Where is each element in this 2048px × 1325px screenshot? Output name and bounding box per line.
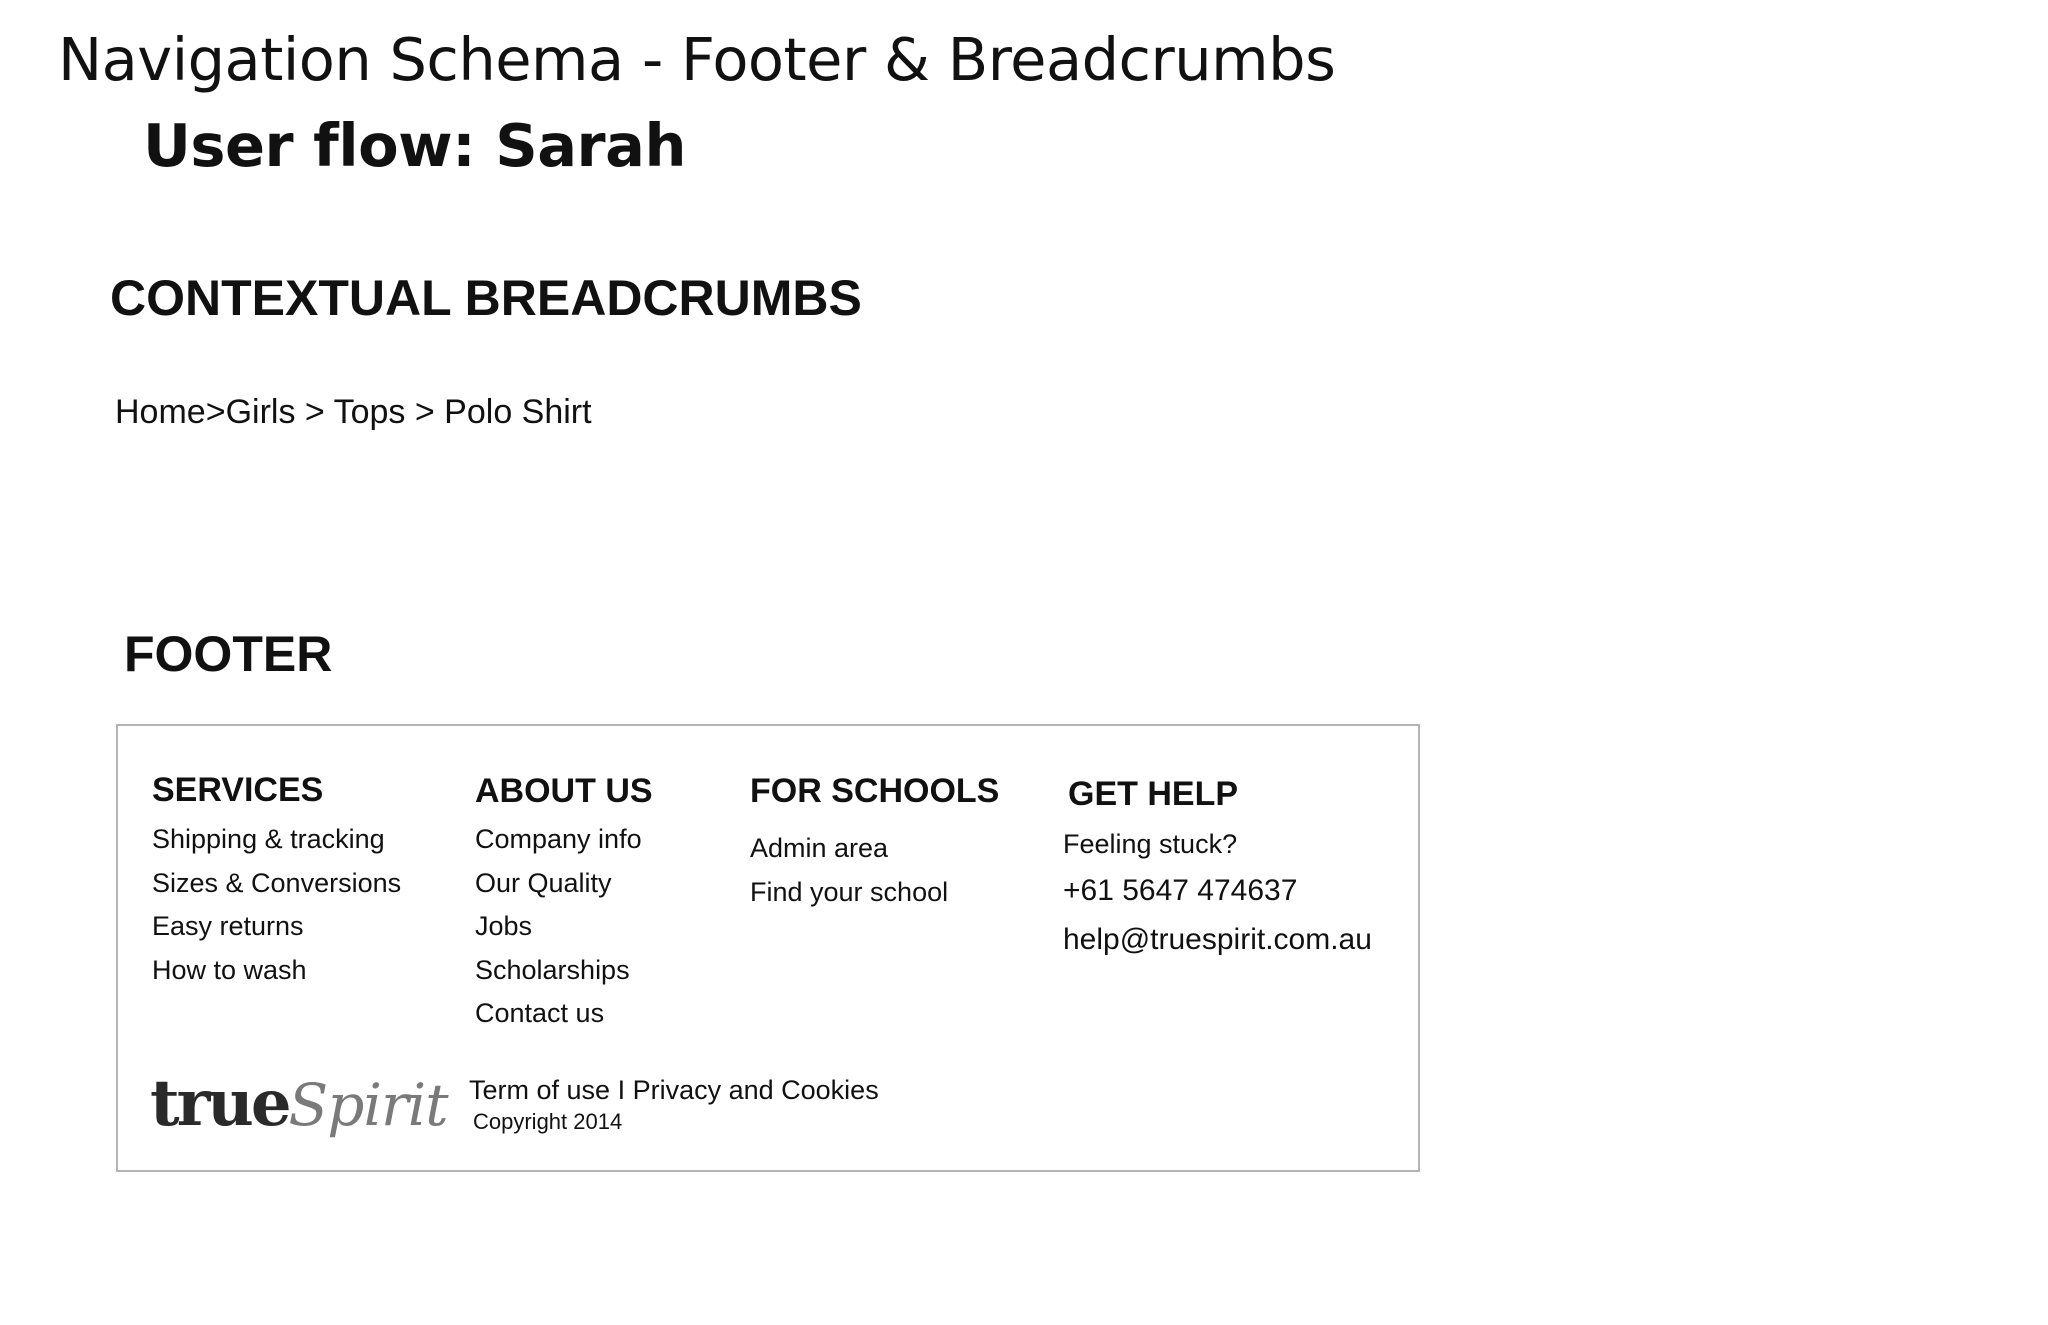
schools-column-heading: FOR SCHOOLS [750,772,1000,810]
page-title: Navigation Schema - Footer & Breadcrumbs [58,25,1336,94]
breadcrumb: Home>Girls > Tops > Polo Shirt [115,395,592,429]
page-subtitle: User flow: Sarah [143,111,686,180]
legal-divider: I [610,1075,633,1105]
breadcrumb-separator: > [205,393,226,431]
list-item: Admin area [750,827,948,871]
footer-link-shipping-tracking[interactable]: Shipping & tracking [152,824,385,854]
list-item: Sizes & Conversions [152,862,401,906]
breadcrumb-current-polo-shirt: Polo Shirt [444,393,592,431]
help-column-heading: GET HELP [1068,775,1239,813]
breadcrumb-separator: > [405,393,445,431]
truespirit-logo[interactable]: trueSpirit [150,1066,449,1141]
list-item: Our Quality [475,862,642,906]
footer-link-scholarships[interactable]: Scholarships [475,954,630,985]
list-item: How to wash [152,949,401,993]
footer-link-easy-returns[interactable]: Easy returns [152,911,304,941]
list-item: Jobs [475,905,642,949]
footer-link-our-quality[interactable]: Our Quality [475,867,612,898]
footer-mockup: SERVICES Shipping & tracking Sizes & Con… [116,724,1420,1172]
copyright-text: Copyright 2014 [473,1109,623,1134]
logo-wordmark-true: true [150,1066,292,1141]
services-link-list: Shipping & tracking Sizes & Conversions … [152,818,401,992]
footer-link-jobs[interactable]: Jobs [475,911,533,941]
footer-link-how-to-wash[interactable]: How to wash [152,954,307,985]
footer-section-heading: FOOTER [124,626,333,682]
help-phone-link[interactable]: +61 5647 474637 [1063,874,1298,907]
list-item: Shipping & tracking [152,818,401,862]
breadcrumb-tops[interactable]: Tops [333,393,406,431]
about-link-list: Company info Our Quality Jobs Scholarshi… [475,818,642,1036]
footer-link-sizes-conversions[interactable]: Sizes & Conversions [152,867,402,898]
terms-of-use-link[interactable]: Term of use [469,1075,611,1105]
breadcrumb-home[interactable]: Home [115,393,206,431]
footer-link-find-your-school[interactable]: Find your school [750,876,949,907]
breadcrumb-girls[interactable]: Girls [225,393,296,431]
footer-link-contact-us[interactable]: Contact us [475,998,605,1028]
logo-wordmark-spirit: Spirit [288,1071,449,1139]
help-prompt: Feeling stuck? [1063,829,1238,859]
list-item: Contact us [475,992,642,1036]
footer-link-company-info[interactable]: Company info [475,824,642,854]
list-item: Easy returns [152,905,401,949]
services-column-heading: SERVICES [152,771,324,809]
breadcrumb-separator: > [295,393,334,431]
footer-link-admin-area[interactable]: Admin area [750,833,889,863]
about-column-heading: ABOUT US [475,772,653,810]
list-item: Find your school [750,871,948,915]
list-item: Scholarships [475,949,642,993]
legal-links: Term of use I Privacy and Cookies [469,1077,879,1104]
privacy-cookies-link[interactable]: Privacy and Cookies [632,1075,879,1105]
help-email-link[interactable]: help@truespirit.com.au [1063,923,1372,956]
breadcrumbs-section-heading: CONTEXTUAL BREADCRUMBS [110,270,862,326]
list-item: Company info [475,818,642,862]
schools-link-list: Admin area Find your school [750,827,948,914]
